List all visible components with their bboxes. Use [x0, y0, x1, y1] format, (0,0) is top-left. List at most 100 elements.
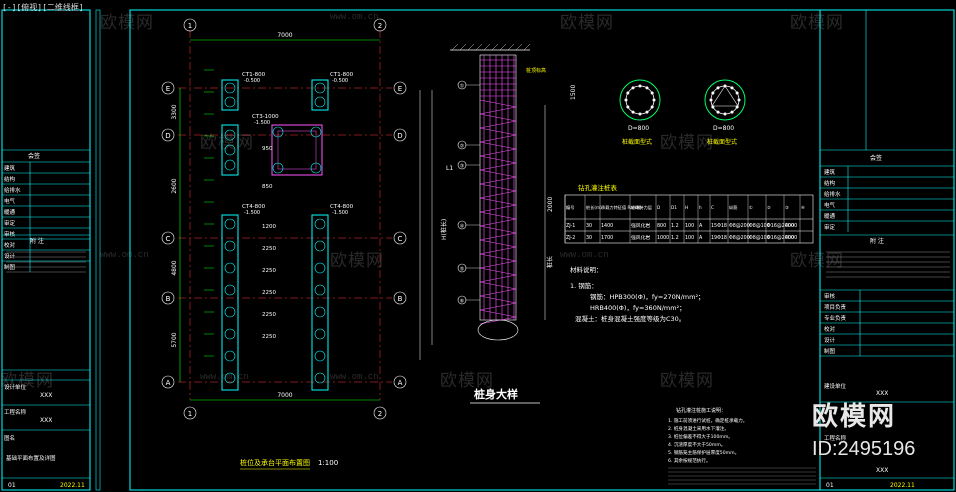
pile-table-cell: 1400 [601, 223, 613, 229]
titleblock-right-design-unit-label: 建设单位 [824, 382, 847, 390]
section-a-rebar [638, 112, 642, 116]
pile-table-header: D1 [671, 205, 677, 210]
materials-line: 钢筋：HPB300(Φ)，fy=270N/mm²； [590, 292, 705, 301]
plan-cap-level: -1.500 [332, 210, 348, 216]
titleblock-left-header: 会签 [28, 152, 40, 160]
materials-line: 混凝土：桩身混凝土强度等级为C30。 [575, 314, 685, 323]
titleblock-left-row-label: 结构 [4, 175, 16, 183]
titleblock-right-design-unit: XXX [876, 390, 888, 397]
section-a-rebar [650, 105, 654, 109]
pile-dim-label: 2000 [547, 197, 554, 212]
plan-spacing-text: 2250 [262, 334, 276, 340]
watermark-url: www.om.cn [100, 250, 149, 260]
titleblock-right-row-label: 审定 [824, 223, 836, 231]
pile-top-hatch [475, 43, 483, 51]
section-b-rebar [723, 112, 727, 116]
plan-pile-cap-ct4 [311, 214, 329, 391]
plan-pile [224, 82, 236, 94]
plan-pile [224, 372, 236, 384]
plan-axis-bubble [393, 375, 407, 389]
plan-pile [224, 218, 236, 230]
section-b-rebar [709, 98, 713, 102]
pile-top-hatch [499, 43, 507, 51]
section-b-triangle [711, 85, 739, 107]
pile-table-header: 桩长(m) [586, 204, 602, 211]
titleblock-right-row-label: 审核 [824, 292, 836, 300]
plan-pile [224, 144, 236, 156]
pile-dim-label: 桩长 [546, 256, 554, 268]
plan-pile [314, 82, 326, 94]
pile-table-cell: Φ16@2000 [767, 235, 794, 241]
section-a-title: 桩截面型式 [622, 138, 652, 146]
plan-pile [224, 96, 236, 108]
pile-table-cell: 1700 [601, 235, 613, 241]
titleblock-right-row-label: 结构 [824, 179, 836, 187]
plan-axis-letter: A [398, 379, 403, 387]
plan-pile [224, 350, 236, 362]
plan-pile-cap-ct4 [221, 214, 239, 391]
watermark-logo: 欧模网 [660, 371, 714, 391]
pile-mark: ③ [460, 164, 464, 170]
viewport-label[interactable]: [-][俯视][二维线框] [2, 3, 84, 12]
plan-cap-label: CT3-1000 [252, 114, 279, 120]
plan-axis-letter: C [398, 235, 403, 243]
pile-top-hatch [467, 43, 475, 51]
plan-axis-letter: B [398, 295, 403, 303]
titleblock-left-row-label: 电气 [4, 197, 16, 205]
plan-axis-bubble [183, 18, 197, 32]
plan-pile [272, 162, 284, 174]
plan-cap-label: CT4-800 [242, 204, 266, 210]
pile-table-cell: A [699, 235, 703, 241]
pile-top-level-label: 桩顶标高 [526, 67, 546, 74]
plan-pile-cap-ct1 [221, 79, 239, 111]
plan-cap-label: CT1-800 [242, 72, 266, 78]
section-a-rebar [645, 110, 649, 114]
right-sheet-border [819, 9, 955, 491]
left-sheet-edge [95, 9, 101, 491]
titleblock-left-row-label: 审核 [4, 230, 16, 238]
plan-axis-letter: C [166, 235, 171, 243]
pile-dim-label: 1500 [570, 85, 577, 100]
plan-axis-letter: D [397, 132, 402, 140]
plan-cap-level: -1.500 [254, 120, 270, 126]
pile-top-hatch [483, 43, 491, 51]
section-b-rebar [730, 86, 734, 90]
pile-table-cell: 30 [586, 235, 592, 241]
plan-axis-number: 2 [378, 410, 382, 418]
pile-mark: ① [460, 84, 465, 90]
pile-dim-label: L1 [446, 165, 453, 172]
notes-line: 6. 其余按规范执行。 [668, 457, 711, 464]
plan-dim-text: 2600 [171, 178, 178, 193]
plan-cap-label: CT4-800 [330, 204, 354, 210]
plan-axis-bubble [183, 406, 197, 420]
plan-dim-text: 7000 [277, 32, 292, 39]
plan-pile [314, 350, 326, 362]
plan-axis-letter: D [165, 132, 170, 140]
pile-table-cell: Φ16@2000 [767, 223, 794, 229]
watermark-url: www.om.cn [330, 372, 379, 382]
section-a-rebar [631, 86, 635, 90]
section-b-rebar [711, 91, 715, 95]
plan-pile [310, 162, 322, 174]
pile-table-cell: Φ8@100 [749, 223, 770, 229]
plan-pile [224, 306, 236, 318]
section-a-rebar [626, 105, 630, 109]
watermark-logo: 欧模网 [660, 133, 714, 153]
pile-table-title: 钻孔灌注桩表 [578, 183, 618, 192]
pile-table-header: C [711, 205, 714, 210]
pile-top-hatch [451, 43, 459, 51]
plan-axis-bubble [161, 231, 175, 245]
watermark-logo: 欧模网 [200, 133, 254, 153]
plan-axis-bubble [393, 128, 407, 142]
pile-detail-title: 桩身大样 [474, 387, 518, 401]
section-b-outer [704, 79, 746, 121]
section-b-rebar [737, 98, 741, 102]
plan-pile [314, 96, 326, 108]
section-a-inner [625, 85, 655, 115]
plan-axis-bubble [161, 81, 175, 95]
plan-axis-bubble [373, 18, 387, 32]
pile-mark: ④ [460, 224, 465, 230]
titleblock-right-row-label: 设计 [824, 336, 836, 344]
titleblock-left-design-unit: XXX [40, 392, 52, 399]
